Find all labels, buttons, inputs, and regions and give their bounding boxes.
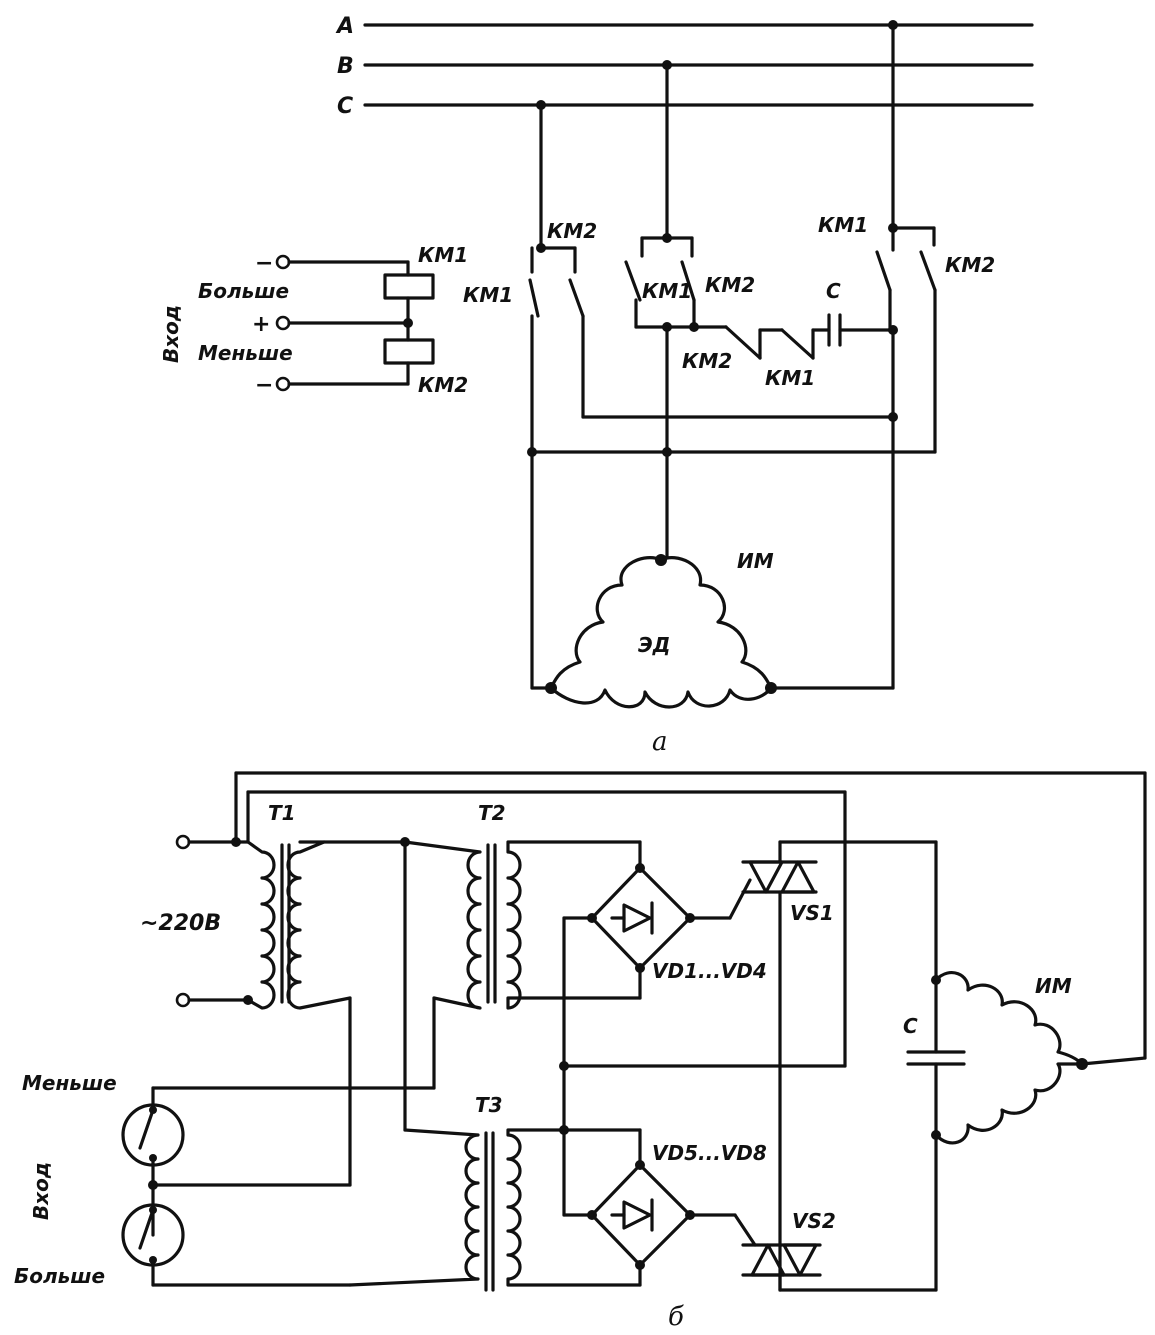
label-motor-name: ЭД	[638, 633, 671, 657]
diode-icon	[622, 903, 652, 933]
contact-km1-interlock	[780, 328, 815, 360]
motor-delta-windings	[545, 554, 777, 709]
label-more-a: Больше	[198, 279, 289, 303]
label-capacitor-b: С	[903, 1014, 918, 1038]
transformer-t3: Т3	[348, 1093, 642, 1292]
label-km2-mid: КМ2	[705, 273, 755, 297]
label-km2-left: КМ2	[547, 219, 597, 243]
contact-km2-interlock	[724, 325, 762, 360]
label-bridge2: VD5...VD8	[652, 1141, 767, 1165]
label-km1-right: КМ1	[818, 213, 868, 237]
input-switches-b: Меньше Больше Вход	[14, 1071, 185, 1288]
label-t2: Т2	[478, 801, 506, 825]
diagram-b: ~220В Т1 Т2	[14, 771, 1147, 1332]
supply-terminal-top	[175, 834, 191, 850]
bridge-vd5-vd8: VD5...VD8	[562, 1128, 767, 1287]
contact-km2-left	[568, 278, 585, 318]
terminal-plus-label: +	[252, 312, 270, 337]
phase-label-c: C	[337, 94, 353, 119]
label-less-b: Меньше	[22, 1071, 117, 1095]
motor-windings-b	[934, 971, 1088, 1145]
contact-km1-mid	[624, 260, 642, 302]
terminal-minus-bottom	[275, 376, 291, 392]
contact-km1-left	[528, 278, 540, 318]
diagram-a: A B C КМ2 КМ1	[159, 14, 1034, 757]
t1-secondary-winding	[286, 840, 352, 1010]
label-less-a: Меньше	[198, 341, 293, 365]
label-input-b: Вход	[29, 1162, 53, 1220]
coil-km2	[383, 338, 435, 365]
contact-km2-right	[919, 250, 937, 292]
label-supply: ~220В	[140, 911, 221, 936]
label-motor-b: ИМ	[1035, 974, 1072, 998]
label-capacitor-a: С	[826, 279, 841, 303]
supply-terminal-bottom	[175, 992, 191, 1008]
t2-secondary-winding	[506, 840, 642, 1010]
t2-primary-winding	[403, 840, 482, 1010]
terminal-plus	[275, 315, 291, 331]
t1-primary-winding	[246, 840, 276, 1010]
label-coil-km1: КМ1	[418, 243, 468, 267]
terminal-minus-top-label: −	[255, 251, 273, 276]
label-vs1: VS1	[790, 901, 834, 925]
terminal-minus-top	[275, 254, 291, 270]
phase-label-a: A	[335, 14, 354, 39]
label-km1-mid: КМ1	[642, 279, 692, 303]
contact-km2-mid	[680, 260, 696, 302]
triac-vs2: VS2	[733, 1209, 938, 1292]
contactor-group-right: КМ1 КМ2	[818, 23, 995, 690]
transformer-t1: Т1	[246, 801, 407, 1010]
t3-primary-winding	[348, 1128, 480, 1287]
label-t1: Т1	[268, 801, 296, 825]
label-km2-interlock: КМ2	[682, 349, 732, 373]
label-km2-right: КМ2	[945, 253, 995, 277]
label-t3: Т3	[475, 1093, 503, 1117]
label-bridge1: VD1...VD4	[652, 959, 767, 983]
t3-secondary-winding	[506, 1128, 642, 1287]
label-vs2: VS2	[792, 1209, 836, 1233]
caption-b: б	[668, 1302, 684, 1332]
triac-vs1: VS1	[728, 840, 938, 1292]
coil-block: − + − Больше Меньше КМ1 КМ2 Вход	[159, 243, 468, 398]
contactor-group-left: КМ2 КМ1	[463, 103, 597, 454]
coil-km1	[383, 273, 435, 300]
label-input-a: Вход	[159, 305, 183, 363]
transformer-t2: Т2	[403, 801, 642, 1010]
capacitor-b: С	[903, 840, 966, 1292]
label-km1-interlock: КМ1	[765, 366, 815, 390]
label-more-b: Больше	[14, 1264, 105, 1288]
label-motor-a: ИМ	[737, 549, 774, 573]
phase-label-b: B	[337, 54, 354, 79]
label-coil-km2: КМ2	[418, 373, 468, 397]
label-km1-left: КМ1	[463, 283, 513, 307]
contact-km1-right	[875, 250, 892, 292]
caption-a: а	[652, 727, 668, 757]
diode-icon	[622, 1200, 652, 1230]
contactor-group-middle: КМ1 КМ2 КМ2 КМ1 С	[624, 63, 898, 560]
terminal-minus-bottom-label: −	[255, 373, 273, 398]
